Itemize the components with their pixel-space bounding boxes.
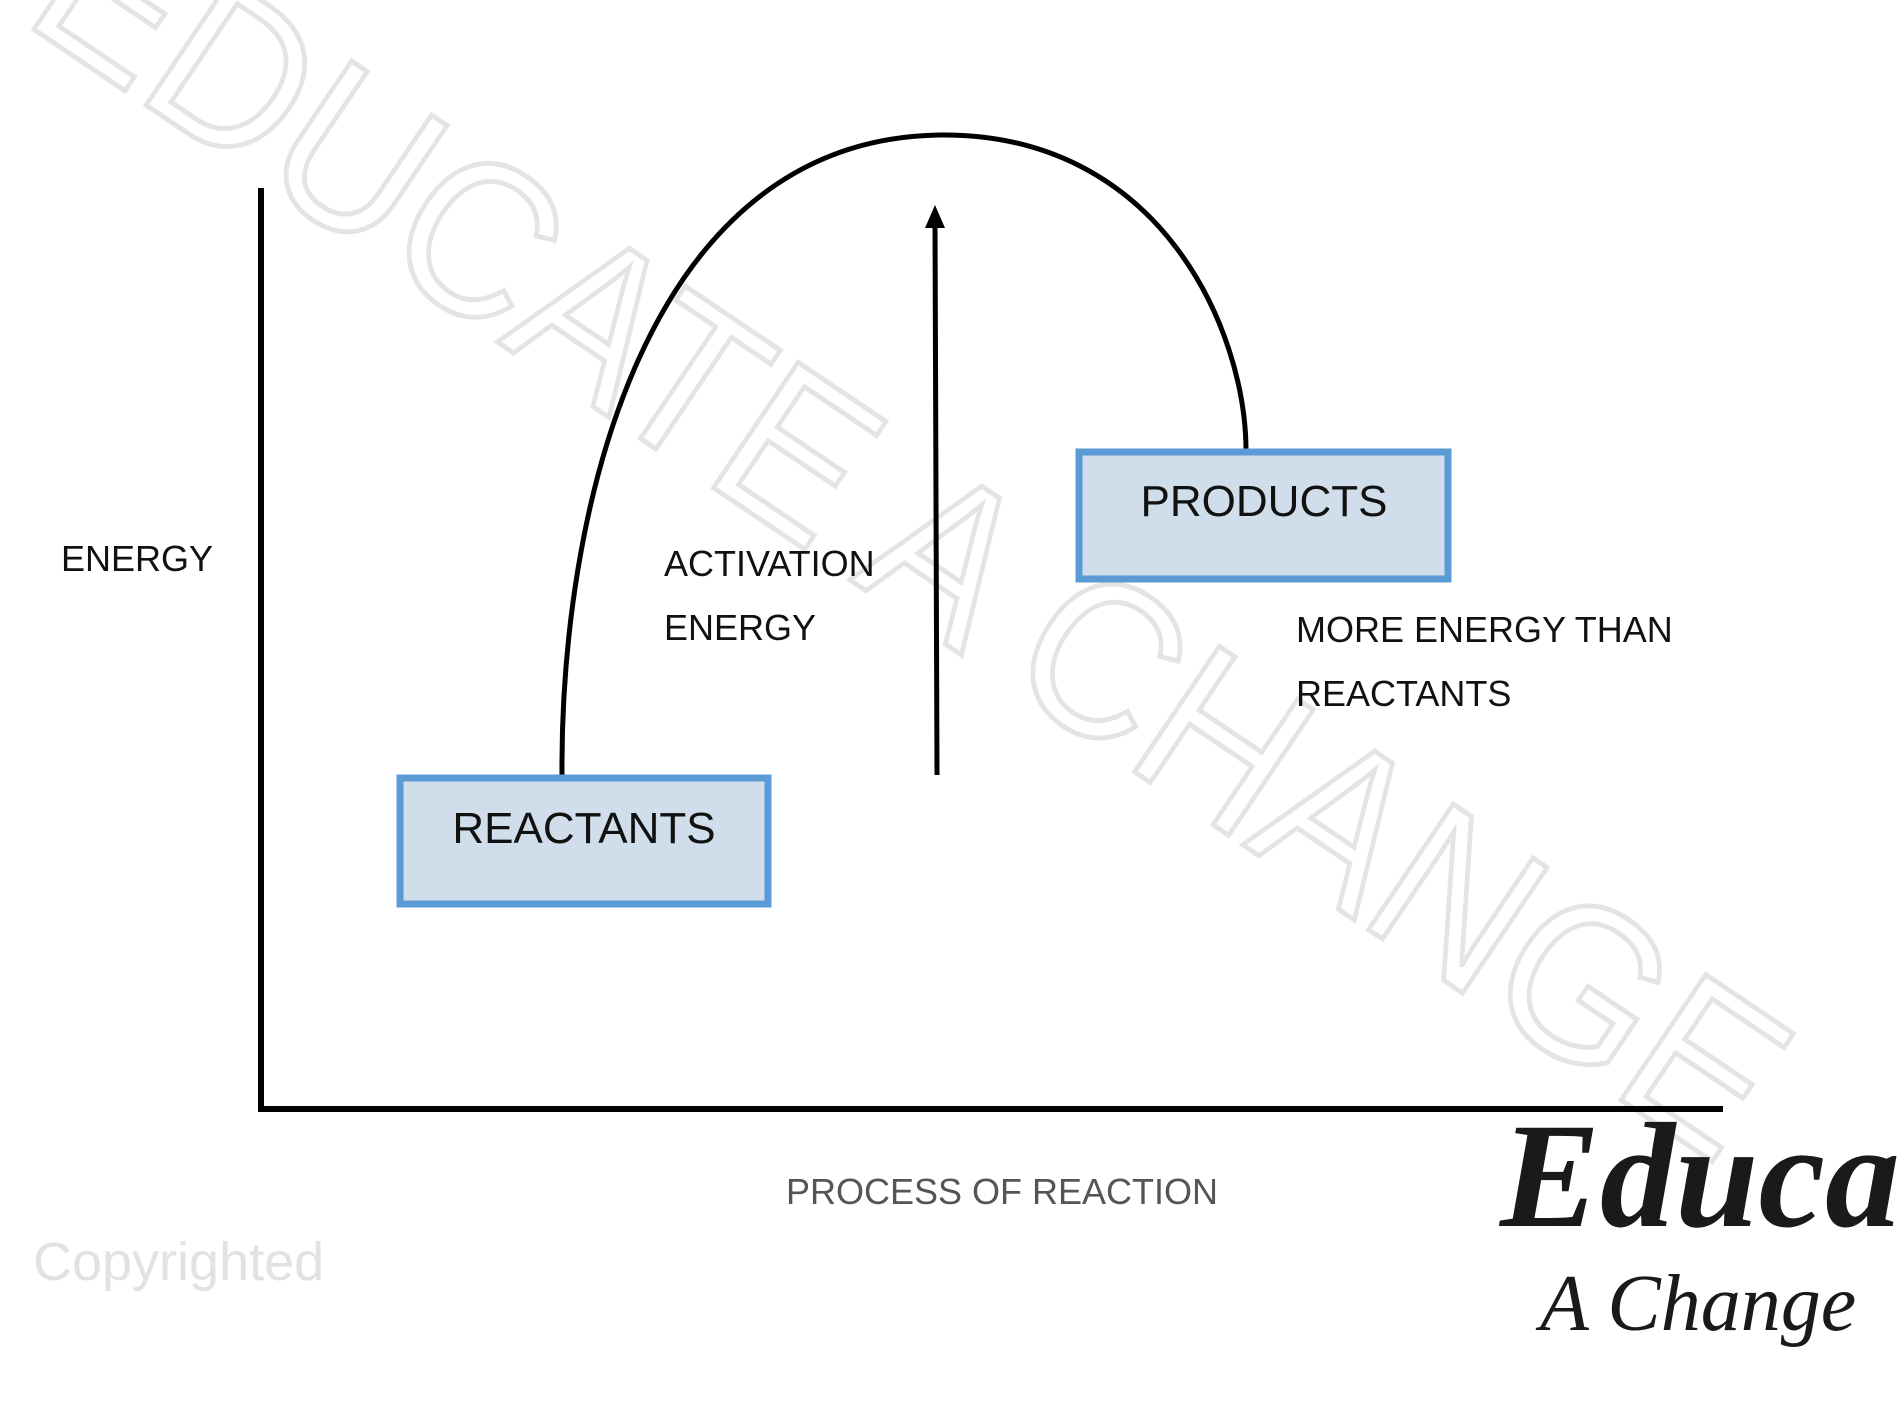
reactants-box <box>396 774 772 908</box>
logo-line-2: A Change <box>1535 1260 1856 1348</box>
logo-line-1: Educate <box>1498 1093 1900 1259</box>
products-label: PRODUCTS <box>1141 477 1388 526</box>
note-label-1: MORE ENERGY THAN <box>1296 609 1673 650</box>
activation-arrow <box>932 221 940 776</box>
copyright-text: Copyrighted <box>33 1232 324 1292</box>
activation-label-1: ACTIVATION <box>664 543 875 584</box>
educate-a-change-logo: Educate A Change <box>1498 1093 1900 1348</box>
activation-label-2: ENERGY <box>664 607 816 648</box>
energy-curve <box>559 132 1249 778</box>
y-axis-label: ENERGY <box>61 538 213 579</box>
x-axis-label: PROCESS OF REACTION <box>786 1171 1218 1212</box>
products-box <box>1075 448 1452 583</box>
note-label-2: REACTANTS <box>1296 673 1511 714</box>
watermark-text: EDUCATE A CHANGE <box>0 0 1833 1208</box>
reactants-label: REACTANTS <box>452 804 715 853</box>
arrow-head-icon <box>925 205 945 228</box>
